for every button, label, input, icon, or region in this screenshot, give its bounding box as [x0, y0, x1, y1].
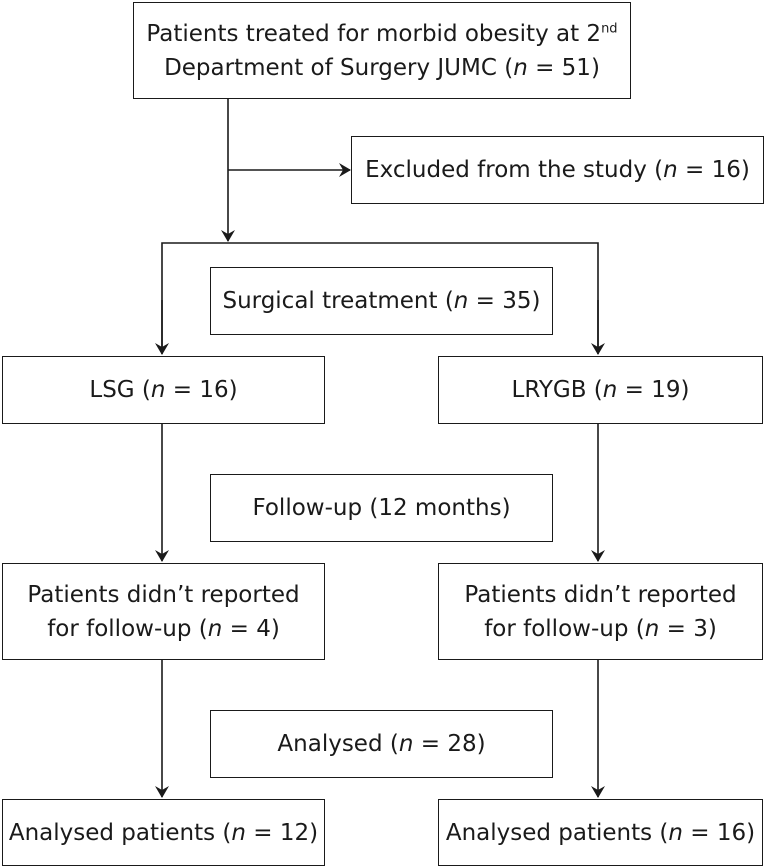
node-lost-lsg-count: = 4) — [222, 615, 280, 642]
node-surgical-treatment: Surgical treatment (n = 35) — [210, 267, 553, 335]
node-analysed-lsg-label: Analysed patients ( — [8, 819, 232, 846]
node-lrygb-label: LRYGB ( — [511, 377, 603, 403]
node-analysed-lsg-count: = 12) — [246, 819, 319, 846]
n-symbol: n — [398, 731, 414, 757]
node-lost-lsg-line1: Patients didn’t reported — [27, 581, 300, 608]
node-lost-lrygb-count: = 3) — [659, 615, 717, 642]
node-lrygb: LRYGB (n = 19) — [438, 356, 763, 424]
node-lost-lsg: Patients didn’t reported for follow-up (… — [2, 563, 325, 660]
node-lost-lrygb-line1: Patients didn’t reported — [464, 581, 737, 608]
node-surgical-count: = 35) — [468, 288, 541, 314]
node-analysed-lrygb-label: Analysed patients ( — [445, 819, 669, 846]
node-lost-lrygb: Patients didn’t reported for follow-up (… — [438, 563, 763, 660]
node-analysed-lrygb-count: = 16) — [683, 819, 756, 846]
node-follow-up: Follow-up (12 months) — [210, 474, 553, 542]
connector-split-bar — [161, 242, 599, 352]
n-symbol: n — [231, 819, 246, 846]
node-analysed-count: = 28) — [413, 731, 486, 757]
n-symbol: n — [453, 288, 469, 314]
n-symbol: n — [513, 54, 528, 81]
n-symbol: n — [644, 615, 660, 642]
n-symbol: n — [602, 377, 618, 403]
node-excluded-count: = 16) — [677, 157, 750, 183]
node-analysed-lrygb: Analysed patients (n = 16) — [438, 799, 763, 866]
node-lrygb-count: = 19) — [617, 377, 690, 403]
node-treated-line1: Patients treated for morbid obesity at 2 — [146, 20, 602, 47]
n-symbol: n — [150, 377, 166, 403]
node-excluded-label: Excluded from the study ( — [365, 157, 664, 183]
node-analysed: Analysed (n = 28) — [210, 710, 553, 778]
n-symbol: n — [207, 615, 223, 642]
node-surgical-label: Surgical treatment ( — [222, 288, 454, 314]
node-lost-lsg-line2: for follow-up ( — [47, 615, 208, 642]
node-follow-up-label: Follow-up (12 months) — [252, 495, 511, 521]
node-treated-line2: Department of Surgery JUMC ( — [164, 54, 514, 81]
node-lsg: LSG (n = 16) — [2, 356, 325, 424]
node-treated-patients: Patients treated for morbid obesity at 2… — [133, 2, 631, 99]
node-analysed-label: Analysed ( — [277, 731, 399, 757]
n-symbol: n — [668, 819, 683, 846]
node-treated-count: = 51) — [527, 54, 600, 81]
node-excluded: Excluded from the study (n = 16) — [351, 136, 764, 204]
node-lsg-label: LSG ( — [89, 377, 151, 403]
ordinal-suffix: nd — [601, 20, 618, 36]
node-lost-lrygb-line2: for follow-up ( — [484, 615, 645, 642]
node-lsg-count: = 16) — [165, 377, 238, 403]
n-symbol: n — [663, 157, 678, 183]
node-analysed-lsg: Analysed patients (n = 12) — [2, 799, 325, 866]
